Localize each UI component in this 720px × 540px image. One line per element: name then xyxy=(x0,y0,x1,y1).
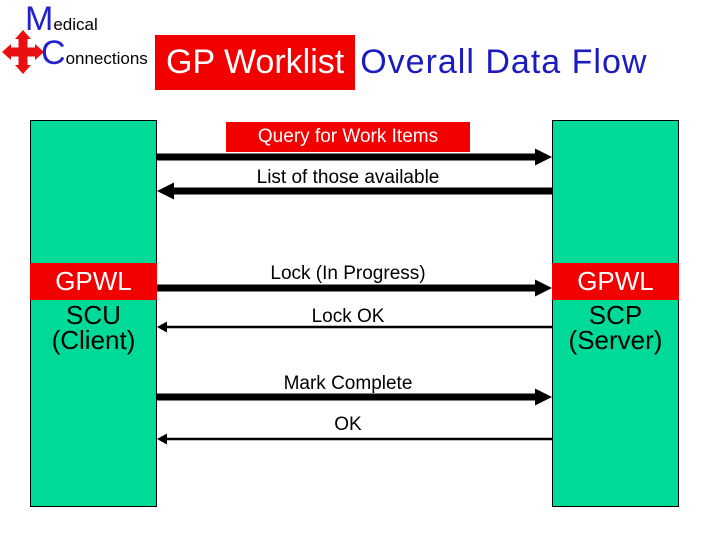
message-arrow-right xyxy=(157,279,552,297)
red-cross-arrows-icon xyxy=(2,30,44,74)
message-label-highlighted: Query for Work Items xyxy=(225,122,471,152)
logo-rest-onnections: onnections xyxy=(65,49,148,68)
message-label: Mark Complete xyxy=(283,373,413,394)
node-highlight-band: GPWL xyxy=(30,263,157,300)
logo-initial-m: M xyxy=(25,0,54,38)
logo-word-medical: Medical xyxy=(25,2,98,36)
node-label-scp: SCP xyxy=(588,300,643,330)
node-label-server: (Server) xyxy=(568,325,663,355)
message-label: OK xyxy=(334,414,362,435)
message-arrow-right xyxy=(157,148,552,166)
message-label: Lock (In Progress) xyxy=(270,263,426,284)
title-rest-text: Overall Data Flow xyxy=(360,43,648,81)
message-arrow-left xyxy=(157,321,552,333)
node-highlight-band: GPWL xyxy=(552,263,679,300)
node-label-gpwl: GPWL xyxy=(577,266,654,296)
message-label: Query for Work Items xyxy=(151,122,545,152)
page-title: GP Worklist Overall Data Flow xyxy=(155,35,647,90)
logo-rest-edical: edical xyxy=(53,15,98,34)
logo-initial-c: C xyxy=(41,34,66,72)
node-label-gpwl: GPWL xyxy=(55,266,132,296)
logo-word-connections: Connections xyxy=(41,36,148,70)
node-gpwl-scp-server: GPWL SCP (Server) xyxy=(552,120,679,507)
message-arrow-left xyxy=(157,182,552,200)
message-arrow-left xyxy=(157,433,552,445)
node-label-client: (Client) xyxy=(51,325,136,355)
node-gpwl-scu-client: GPWL SCU (Client) xyxy=(30,120,157,507)
node-sublabel: SCU (Client) xyxy=(31,300,156,355)
node-label-scu: SCU xyxy=(66,300,121,330)
message-label: List of those available xyxy=(256,167,440,188)
message-label: Lock OK xyxy=(311,306,385,327)
title-highlighted-text: GP Worklist xyxy=(155,35,356,90)
message-arrow-right xyxy=(157,388,552,406)
node-sublabel: SCP (Server) xyxy=(553,300,678,355)
